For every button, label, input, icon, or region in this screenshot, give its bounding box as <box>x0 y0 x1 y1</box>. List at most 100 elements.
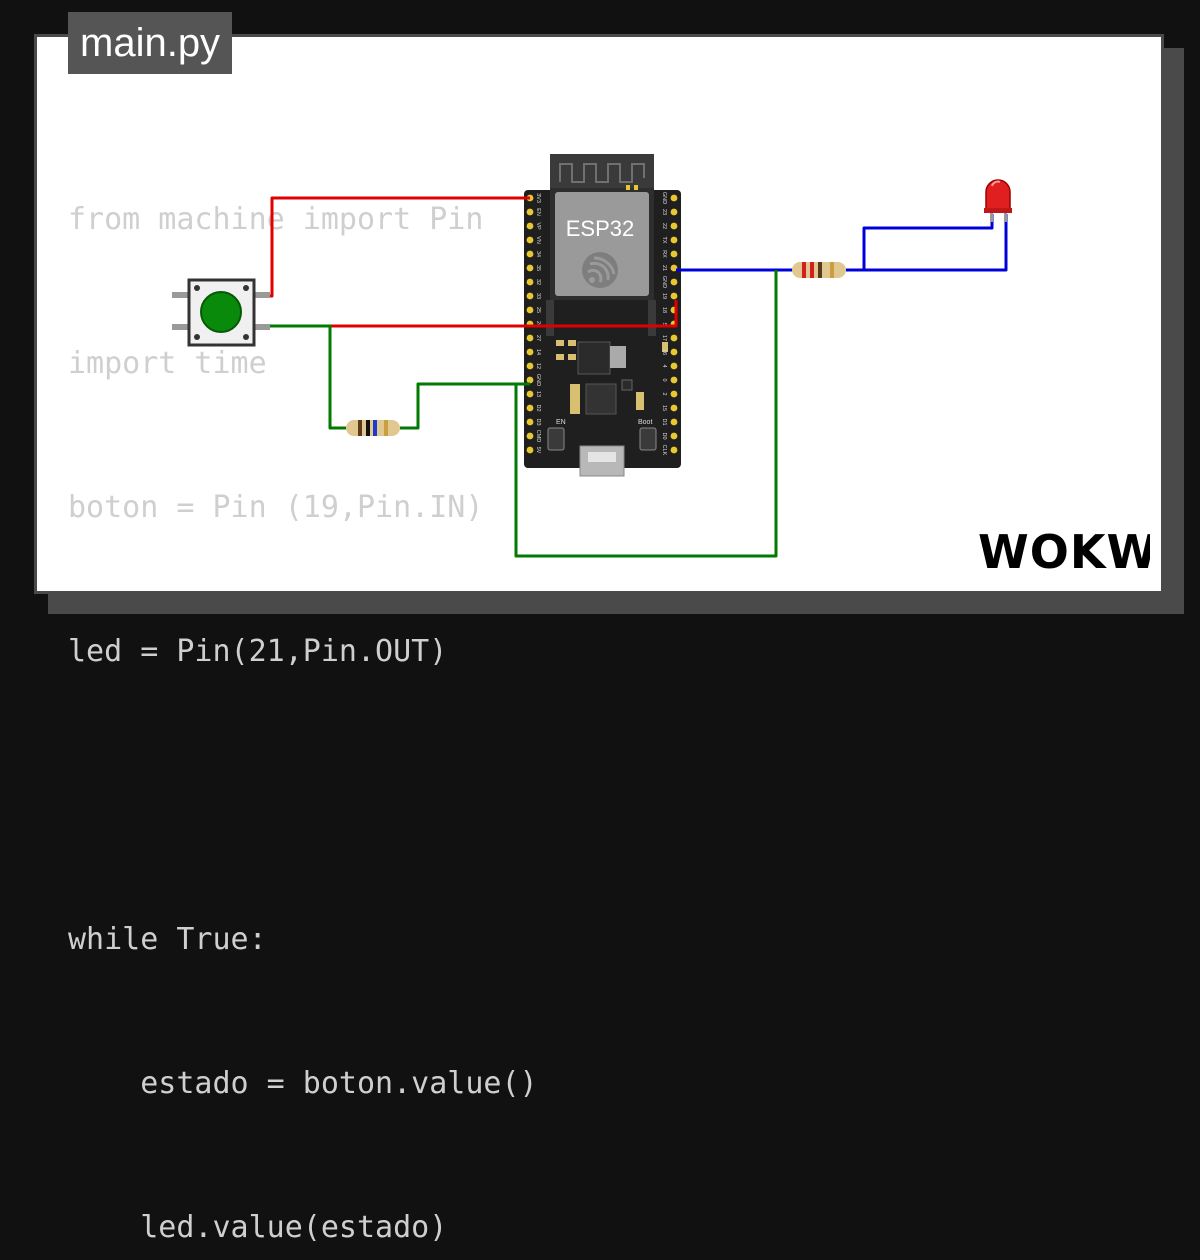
resistor-band <box>818 262 822 278</box>
pin-15[interactable] <box>670 404 678 412</box>
pin-gnd[interactable] <box>670 278 678 286</box>
boot-button[interactable] <box>639 427 657 451</box>
voltage-regulator <box>577 341 611 375</box>
module-pad <box>634 185 638 190</box>
pin-2[interactable] <box>670 390 678 398</box>
led-dome <box>985 179 1011 213</box>
pin-16[interactable] <box>670 348 678 356</box>
resistor-band <box>366 420 370 436</box>
pin-19[interactable] <box>670 292 678 300</box>
led-leg <box>990 208 993 222</box>
code-line: estado = boton.value() <box>68 1066 538 1101</box>
pin-d3[interactable] <box>526 418 534 426</box>
en-button-label: EN <box>556 419 566 426</box>
pin-label: 34 <box>535 251 541 257</box>
pin-label: 0 <box>661 378 667 381</box>
module-pad <box>626 185 630 190</box>
wire-3v3-red[interactable] <box>258 196 530 298</box>
pin-d1[interactable] <box>670 418 678 426</box>
smd-component <box>568 354 576 360</box>
wokwi-logo-text: WOKWi <box>978 525 1150 576</box>
wire-led-cathode-blue[interactable] <box>846 214 1008 272</box>
pin-clk[interactable] <box>670 446 678 454</box>
pin-22[interactable] <box>670 222 678 230</box>
pin-label: D1 <box>661 418 667 425</box>
pin-23[interactable] <box>670 208 678 216</box>
pin-d2[interactable] <box>526 404 534 412</box>
code-line: boton = Pin (19,Pin.IN) <box>68 490 484 525</box>
pin-label: 27 <box>535 335 541 341</box>
wire-button-green[interactable] <box>258 324 346 430</box>
usb-uart-chip <box>585 383 617 415</box>
wire-led-anode-blue[interactable] <box>846 214 994 272</box>
pin-label: 17 <box>661 335 667 341</box>
led-rim <box>984 208 1012 213</box>
wire-gnd-loop-green[interactable] <box>514 270 778 558</box>
pin-label: D3 <box>535 418 541 425</box>
pin-d0[interactable] <box>670 432 678 440</box>
wire-gnd-green[interactable] <box>400 382 530 430</box>
pin-label: 19 <box>661 293 667 299</box>
pin-en[interactable] <box>526 208 534 216</box>
pin-13[interactable] <box>526 390 534 398</box>
wire-gpio19-red[interactable] <box>258 300 678 328</box>
filename-tab[interactable]: main.py <box>68 12 233 74</box>
resistor-band <box>830 262 834 278</box>
pin-25[interactable] <box>526 306 534 314</box>
code-line: while True: <box>68 922 267 957</box>
pin-cmd[interactable] <box>526 432 534 440</box>
led-highlight <box>991 180 1001 187</box>
pin-label: GND <box>661 276 667 288</box>
pin-gnd[interactable] <box>670 194 678 202</box>
resistor-led[interactable] <box>792 262 846 278</box>
pin-0[interactable] <box>670 376 678 384</box>
pin-label: EN <box>535 208 541 216</box>
pin-rx[interactable] <box>670 250 678 258</box>
pin-4[interactable] <box>670 362 678 370</box>
pin-14[interactable] <box>526 348 534 356</box>
pin-35[interactable] <box>526 264 534 272</box>
resistor-button[interactable] <box>346 420 400 436</box>
pin-label: VP <box>535 222 541 230</box>
pin-label: 5 <box>661 322 667 325</box>
pin-label: 26 <box>535 321 541 327</box>
pin-label: 25 <box>535 307 541 313</box>
pin-17[interactable] <box>670 334 678 342</box>
led-leg <box>1004 208 1007 222</box>
pin-label: D0 <box>661 432 667 439</box>
pin-vp[interactable] <box>526 222 534 230</box>
pin-tx[interactable] <box>670 236 678 244</box>
pushbutton-screw <box>194 334 200 340</box>
pushbutton-screw <box>243 334 249 340</box>
pushbutton-leg <box>172 292 190 298</box>
pushbutton-leg <box>172 324 190 330</box>
pin-label: GND <box>661 192 667 204</box>
pin-vn[interactable] <box>526 236 534 244</box>
pushbutton[interactable] <box>172 278 270 347</box>
pin-label: 2 <box>661 392 667 395</box>
pin-12[interactable] <box>526 362 534 370</box>
led[interactable] <box>984 179 1012 222</box>
en-button[interactable] <box>547 427 565 451</box>
pin-21[interactable] <box>670 264 678 272</box>
pin-27[interactable] <box>526 334 534 342</box>
pin-label: 22 <box>661 223 667 229</box>
left-pin-header: 3V3ENVPVN343532332526271412GND13D2D3CMD5… <box>526 193 541 454</box>
pin-label: 12 <box>535 363 541 369</box>
pin-label: 23 <box>661 209 667 215</box>
smd-component <box>662 342 668 352</box>
pushbutton-cap[interactable] <box>200 291 242 333</box>
code-line: from machine import Pin <box>68 202 484 237</box>
usb-port-opening <box>588 452 616 462</box>
pin-32[interactable] <box>526 278 534 286</box>
pin-33[interactable] <box>526 292 534 300</box>
pin-5v[interactable] <box>526 446 534 454</box>
pushbutton-leg <box>252 292 270 298</box>
pin-34[interactable] <box>526 250 534 258</box>
pin-label: 5V <box>535 447 541 454</box>
pin-gnd[interactable] <box>526 376 534 384</box>
code-line <box>68 772 538 820</box>
